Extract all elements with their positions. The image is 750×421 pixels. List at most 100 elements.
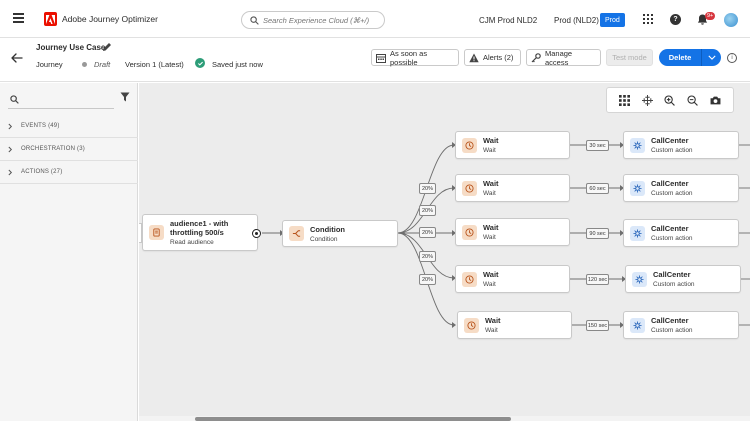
edit-pencil-icon[interactable] bbox=[102, 42, 112, 52]
filter-icon[interactable] bbox=[120, 92, 130, 102]
alerts-button[interactable]: Alerts (2) bbox=[464, 49, 521, 66]
horizontal-scrollbar[interactable] bbox=[195, 417, 511, 421]
journey-canvas[interactable]: audience1 - with throttling 500/s Read a… bbox=[139, 83, 750, 421]
menu-icon[interactable] bbox=[13, 13, 24, 23]
canvas-toolbar bbox=[606, 87, 734, 113]
key-icon bbox=[531, 52, 541, 63]
node-subtitle: Wait bbox=[485, 327, 498, 334]
category-actions[interactable]: ACTIONS (27) bbox=[0, 161, 138, 184]
test-mode-button[interactable]: Test mode bbox=[606, 49, 653, 66]
node-subtitle: Custom action bbox=[651, 190, 693, 197]
category-orchestration[interactable]: ORCHESTRATION (3) bbox=[0, 138, 138, 161]
branch-percent-badge[interactable]: 20% bbox=[419, 227, 436, 238]
delete-button[interactable]: Delete bbox=[659, 49, 721, 66]
custom-action-icon bbox=[630, 180, 645, 196]
node-title: Condition bbox=[310, 224, 345, 234]
read-audience-node[interactable]: audience1 - with throttling 500/s Read a… bbox=[142, 214, 258, 251]
custom-action-icon bbox=[630, 317, 645, 333]
delay-badge[interactable]: 150 sec bbox=[586, 320, 609, 331]
node-title: CallCenter bbox=[651, 316, 689, 325]
node-title: CallCenter bbox=[651, 224, 689, 233]
manage-access-button[interactable]: Manage access bbox=[526, 48, 601, 67]
delay-badge[interactable]: 90 sec bbox=[586, 228, 609, 239]
top-bar: Adobe Journey Optimizer CJM Prod NLD2 Pr… bbox=[0, 0, 750, 38]
delay-badge[interactable]: 120 sec bbox=[586, 274, 609, 285]
sandbox-badge: Prod bbox=[600, 13, 625, 27]
node-subtitle: Wait bbox=[483, 147, 496, 154]
zoom-out-icon[interactable] bbox=[686, 93, 700, 107]
palette-search[interactable] bbox=[8, 91, 114, 109]
chevron-down-icon[interactable] bbox=[702, 55, 721, 60]
global-search-input[interactable] bbox=[263, 15, 383, 25]
category-label: ORCHESTRATION (3) bbox=[21, 146, 85, 152]
saved-status: Saved just now bbox=[212, 60, 263, 69]
journey-title: Journey Use Case bbox=[36, 43, 106, 52]
status-dot-icon bbox=[82, 62, 87, 67]
audience-icon bbox=[149, 225, 164, 240]
clock-icon bbox=[462, 180, 477, 196]
adobe-logo-icon bbox=[44, 12, 57, 26]
back-arrow-icon[interactable] bbox=[11, 53, 23, 63]
palette-panel: EVENTS (49) ORCHESTRATION (3) ACTIONS (2… bbox=[0, 83, 138, 421]
node-title: audience1 - with throttling 500/s bbox=[170, 219, 229, 237]
chevron-right-icon bbox=[8, 169, 16, 176]
status-label: Draft bbox=[94, 60, 111, 69]
chevron-right-icon bbox=[8, 146, 16, 153]
avatar[interactable] bbox=[724, 13, 738, 27]
node-subtitle: Custom action bbox=[651, 147, 693, 154]
journey-type-label: Journey bbox=[36, 60, 63, 69]
schedule-button[interactable]: As soon as possible bbox=[371, 48, 459, 67]
delete-label: Delete bbox=[668, 53, 692, 62]
manage-access-label: Manage access bbox=[545, 48, 573, 67]
apps-grid-icon[interactable] bbox=[643, 14, 653, 24]
org-switcher[interactable]: CJM Prod NLD2 bbox=[479, 16, 538, 25]
branch-percent-badge[interactable]: 20% bbox=[419, 183, 436, 194]
node-title: CallCenter bbox=[653, 270, 691, 279]
branch-percent-badge[interactable]: 20% bbox=[419, 251, 436, 262]
node-title: Wait bbox=[485, 316, 501, 325]
delete-divider bbox=[701, 49, 702, 66]
node-subtitle: Custom action bbox=[651, 327, 693, 334]
help-icon[interactable]: ? bbox=[670, 14, 681, 25]
category-label: EVENTS (49) bbox=[21, 123, 60, 129]
clock-icon bbox=[462, 224, 477, 240]
custom-action-icon bbox=[632, 271, 647, 287]
version-label[interactable]: Version 1 (Latest) bbox=[125, 60, 184, 69]
info-icon[interactable]: i bbox=[727, 53, 737, 63]
fit-to-screen-icon[interactable] bbox=[640, 93, 654, 107]
condition-node[interactable]: Condition Condition bbox=[282, 220, 398, 247]
condition-split-icon bbox=[289, 226, 304, 241]
node-subtitle: Custom action bbox=[653, 281, 695, 288]
camera-icon[interactable] bbox=[709, 93, 723, 107]
node-subtitle: Wait bbox=[483, 190, 496, 197]
schedule-label: As soon as possible bbox=[390, 48, 428, 67]
category-events[interactable]: EVENTS (49) bbox=[0, 115, 138, 138]
sandbox-switcher[interactable]: Prod (NLD2) bbox=[554, 16, 599, 25]
zoom-in-icon[interactable] bbox=[663, 93, 677, 107]
custom-action-icon bbox=[630, 137, 645, 153]
bell-icon[interactable] bbox=[697, 14, 708, 25]
node-output-handle[interactable] bbox=[252, 229, 261, 238]
clock-icon bbox=[462, 137, 477, 153]
branch-percent-badge[interactable]: 20% bbox=[419, 205, 436, 216]
branch-percent-badge[interactable]: 20% bbox=[419, 274, 436, 285]
grid-view-icon[interactable] bbox=[617, 93, 631, 107]
global-search[interactable] bbox=[241, 11, 385, 29]
node-title: Wait bbox=[483, 270, 499, 279]
app-name[interactable]: Adobe Journey Optimizer bbox=[62, 14, 158, 24]
delay-badge[interactable]: 30 sec bbox=[586, 140, 609, 151]
chevron-right-icon bbox=[8, 123, 16, 130]
clock-icon bbox=[464, 317, 479, 333]
clock-icon bbox=[462, 271, 477, 287]
delay-badge[interactable]: 60 sec bbox=[586, 183, 609, 194]
